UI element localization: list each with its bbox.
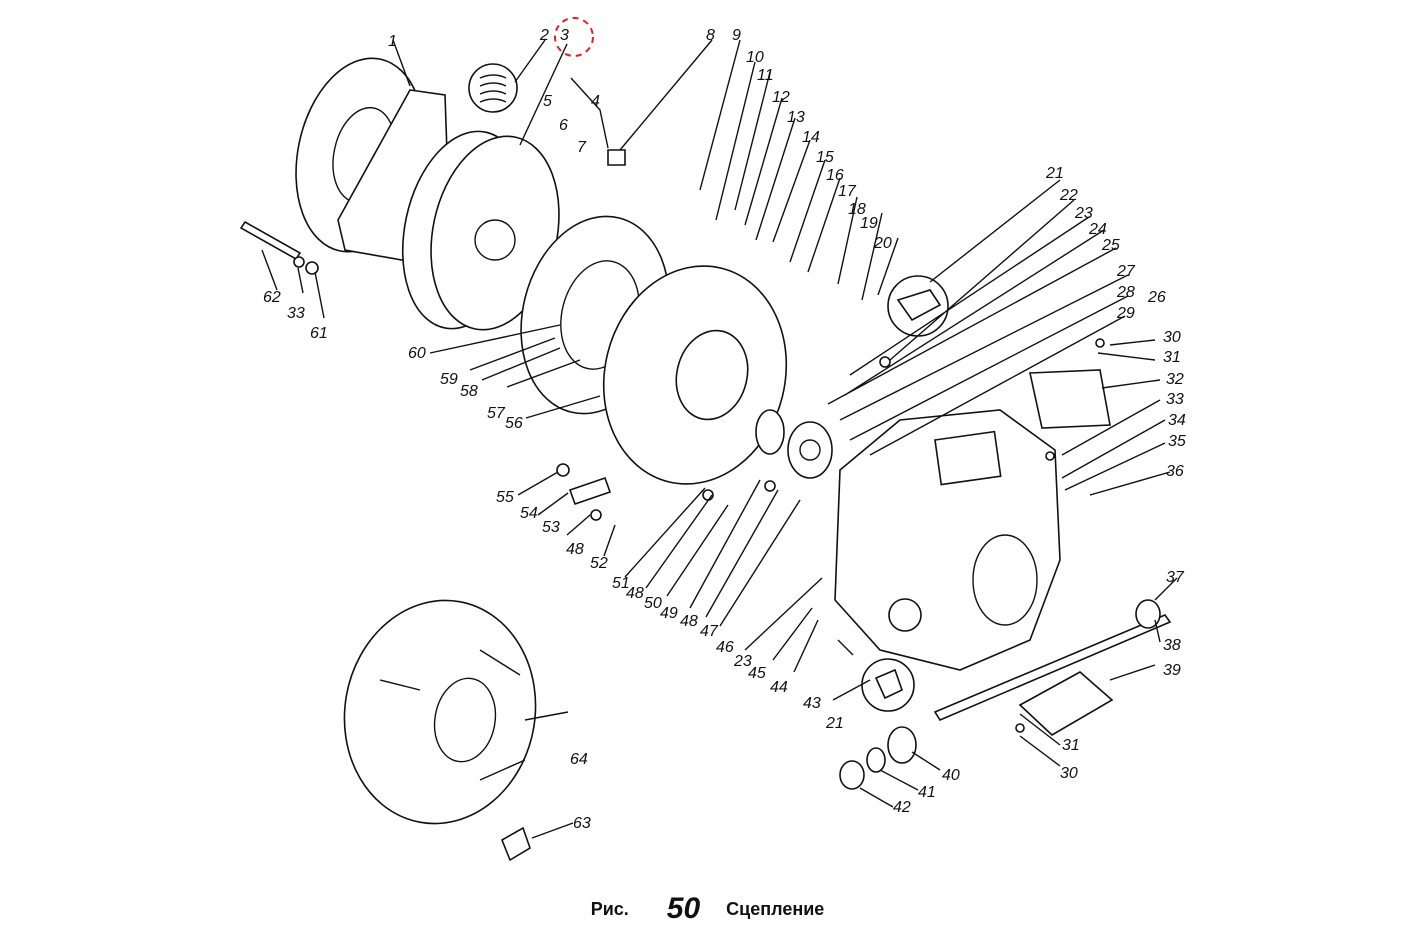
figure-number: 50 xyxy=(666,892,701,925)
label-30-bottom: 30 xyxy=(1060,765,1078,782)
clutch-cover-part-56 xyxy=(602,265,788,485)
label-63: 63 xyxy=(573,815,591,832)
label-14: 14 xyxy=(802,129,820,146)
label-11: 11 xyxy=(757,67,774,84)
label-5: 5 xyxy=(543,93,552,110)
label-53: 53 xyxy=(542,519,560,536)
label-12: 12 xyxy=(772,89,790,106)
label-7: 7 xyxy=(577,139,587,156)
label-42: 42 xyxy=(893,799,911,816)
label-30: 30 xyxy=(1163,329,1181,346)
label-22: 22 xyxy=(1059,187,1078,204)
label-35: 35 xyxy=(1168,433,1186,450)
label-15: 15 xyxy=(816,149,834,166)
label-23-bottom: 23 xyxy=(733,653,752,670)
label-26: 26 xyxy=(1147,289,1166,306)
label-31-bottom: 31 xyxy=(1062,737,1080,754)
label-31: 31 xyxy=(1163,349,1181,366)
label-38: 38 xyxy=(1163,637,1181,654)
label-49: 49 xyxy=(660,605,678,622)
release-bearing xyxy=(755,409,833,479)
plate-part-39 xyxy=(1018,671,1114,736)
clutch-housing-part-43 xyxy=(834,409,1061,671)
label-50: 50 xyxy=(644,595,662,612)
part-labels: 1 2 3 4 5 6 7 8 9 10 11 12 13 14 15 16 1… xyxy=(263,27,1186,832)
label-48: 48 xyxy=(680,613,698,630)
label-36: 36 xyxy=(1166,463,1184,480)
fitting-part-21-top xyxy=(887,275,949,337)
bushing-part-63 xyxy=(500,826,531,862)
label-21-bottom: 21 xyxy=(825,715,844,732)
figure-caption: Рис. 50 Сцепление xyxy=(0,892,1415,926)
label-23: 23 xyxy=(1074,205,1093,222)
label-48-mid: 48 xyxy=(626,585,644,602)
label-45: 45 xyxy=(748,665,766,682)
label-57: 57 xyxy=(487,405,506,422)
label-47: 47 xyxy=(700,623,719,640)
driven-disc-part-5 xyxy=(401,130,560,331)
caption-title: Сцепление xyxy=(726,899,825,919)
caption-prefix: Рис. xyxy=(590,899,629,919)
shaft-part-37 xyxy=(933,614,1172,722)
label-4: 4 xyxy=(591,93,600,110)
label-46: 46 xyxy=(716,639,734,656)
label-56: 56 xyxy=(505,415,523,432)
bolt-part-62 xyxy=(239,220,302,261)
label-18: 18 xyxy=(848,201,866,218)
label-40: 40 xyxy=(942,767,960,784)
label-64: 64 xyxy=(570,751,588,768)
spring-part-2 xyxy=(468,63,518,113)
label-54: 54 xyxy=(520,505,538,522)
label-61: 61 xyxy=(310,325,328,342)
label-10: 10 xyxy=(746,49,764,66)
label-52: 52 xyxy=(590,555,608,572)
label-58: 58 xyxy=(460,383,478,400)
label-21: 21 xyxy=(1045,165,1064,182)
label-8: 8 xyxy=(706,27,715,44)
label-17: 17 xyxy=(838,183,857,200)
label-39: 39 xyxy=(1163,662,1181,679)
label-19: 19 xyxy=(860,215,878,232)
label-44: 44 xyxy=(770,679,788,696)
label-6: 6 xyxy=(559,117,568,134)
label-2: 2 xyxy=(539,27,549,44)
label-28: 28 xyxy=(1116,284,1135,301)
label-34: 34 xyxy=(1168,412,1186,429)
assembled-clutch-part-64 xyxy=(343,599,537,825)
label-3: 3 xyxy=(560,27,569,44)
label-32: 32 xyxy=(1166,371,1184,388)
label-27: 27 xyxy=(1116,263,1136,280)
small-hardware xyxy=(293,149,1105,733)
label-62: 62 xyxy=(263,289,281,306)
label-59: 59 xyxy=(440,371,458,388)
label-1: 1 xyxy=(388,33,397,50)
label-48-left: 48 xyxy=(566,541,584,558)
bearing-parts-40-42 xyxy=(839,726,917,790)
label-33: 33 xyxy=(1166,391,1184,408)
label-29: 29 xyxy=(1116,305,1135,322)
label-51: 51 xyxy=(612,575,630,592)
label-16: 16 xyxy=(826,167,844,184)
label-13: 13 xyxy=(787,109,805,126)
fitting-part-21-bottom xyxy=(861,658,915,712)
highlight-circle xyxy=(554,17,594,57)
label-60: 60 xyxy=(408,345,426,362)
cover-part-32 xyxy=(1029,369,1111,429)
plug-part-38 xyxy=(1135,599,1161,629)
leader-lines xyxy=(261,39,1178,839)
label-9: 9 xyxy=(732,27,741,44)
label-55: 55 xyxy=(496,489,514,506)
label-20: 20 xyxy=(873,235,892,252)
label-24: 24 xyxy=(1088,221,1107,238)
label-33-left: 33 xyxy=(287,305,305,322)
label-41: 41 xyxy=(918,784,936,801)
label-37: 37 xyxy=(1166,569,1185,586)
label-43: 43 xyxy=(803,695,821,712)
label-25: 25 xyxy=(1101,237,1120,254)
